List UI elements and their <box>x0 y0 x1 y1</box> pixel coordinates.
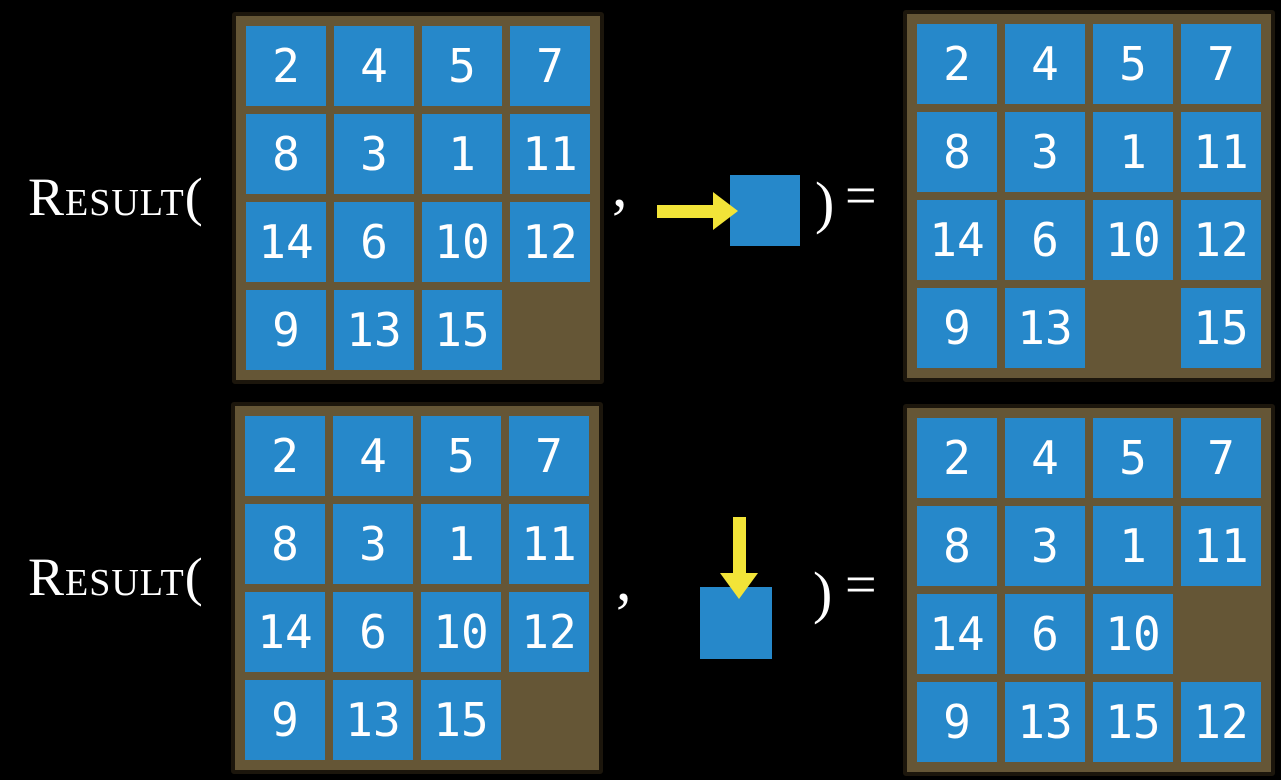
tile-11: 11 <box>1181 112 1261 192</box>
down-arrow-head <box>720 573 758 599</box>
tile-12: 12 <box>509 592 589 672</box>
tile-7: 7 <box>510 26 590 106</box>
comma: , <box>612 152 628 220</box>
tile-4: 4 <box>333 416 413 496</box>
tile-5: 5 <box>1093 24 1173 104</box>
comma: , <box>616 546 632 614</box>
tile-1: 1 <box>1093 506 1173 586</box>
tile-8: 8 <box>246 114 326 194</box>
tile-10: 10 <box>1093 200 1173 280</box>
tile-13: 13 <box>1005 288 1085 368</box>
close-paren: ) <box>815 170 835 235</box>
tile-15: 15 <box>1181 288 1261 368</box>
right-arrow-shaft <box>657 205 715 218</box>
tile-8: 8 <box>917 506 997 586</box>
tile-5: 5 <box>1093 418 1173 498</box>
tile-12: 12 <box>1181 200 1261 280</box>
tile-9: 9 <box>245 680 325 760</box>
tile-11: 11 <box>510 114 590 194</box>
tile-2: 2 <box>917 24 997 104</box>
tile-3: 3 <box>1005 506 1085 586</box>
down-arrow-shaft <box>733 517 746 575</box>
tile-5: 5 <box>421 416 501 496</box>
tile-2: 2 <box>245 416 325 496</box>
tile-6: 6 <box>334 202 414 282</box>
tile-6: 6 <box>1005 200 1085 280</box>
empty-cell <box>1181 594 1261 674</box>
tile-10: 10 <box>1093 594 1173 674</box>
result-function-label: Result( <box>28 167 204 227</box>
blank-tile-operand <box>730 175 800 246</box>
tile-5: 5 <box>422 26 502 106</box>
tile-2: 2 <box>917 418 997 498</box>
tile-10: 10 <box>421 592 501 672</box>
tile-3: 3 <box>334 114 414 194</box>
tile-9: 9 <box>917 288 997 368</box>
equals-sign: = <box>845 165 877 227</box>
tile-3: 3 <box>1005 112 1085 192</box>
tile-14: 14 <box>246 202 326 282</box>
tile-1: 1 <box>422 114 502 194</box>
tile-9: 9 <box>917 682 997 762</box>
equals-sign: = <box>845 554 877 616</box>
right-arrow-icon <box>657 192 738 230</box>
empty-cell <box>510 290 590 370</box>
tile-14: 14 <box>245 592 325 672</box>
tile-6: 6 <box>1005 594 1085 674</box>
right-arrow-head <box>713 192 738 230</box>
tile-13: 13 <box>333 680 413 760</box>
blank-tile-operand <box>700 587 772 659</box>
empty-cell <box>509 680 589 760</box>
tile-8: 8 <box>917 112 997 192</box>
tile-1: 1 <box>1093 112 1173 192</box>
tile-11: 11 <box>509 504 589 584</box>
tile-4: 4 <box>334 26 414 106</box>
tile-12: 12 <box>1181 682 1261 762</box>
empty-cell <box>1093 288 1173 368</box>
tile-4: 4 <box>1005 24 1085 104</box>
tile-10: 10 <box>422 202 502 282</box>
tile-4: 4 <box>1005 418 1085 498</box>
close-paren: ) <box>813 560 833 625</box>
tile-12: 12 <box>510 202 590 282</box>
tile-7: 7 <box>509 416 589 496</box>
tile-14: 14 <box>917 200 997 280</box>
tile-6: 6 <box>333 592 413 672</box>
tile-11: 11 <box>1181 506 1261 586</box>
tile-15: 15 <box>422 290 502 370</box>
tile-13: 13 <box>1005 682 1085 762</box>
tile-1: 1 <box>421 504 501 584</box>
tile-13: 13 <box>334 290 414 370</box>
tile-14: 14 <box>917 594 997 674</box>
tile-8: 8 <box>245 504 325 584</box>
tile-9: 9 <box>246 290 326 370</box>
tile-2: 2 <box>246 26 326 106</box>
tile-7: 7 <box>1181 418 1261 498</box>
tile-15: 15 <box>421 680 501 760</box>
tile-3: 3 <box>333 504 413 584</box>
tile-7: 7 <box>1181 24 1261 104</box>
down-arrow-icon <box>720 517 758 600</box>
tile-15: 15 <box>1093 682 1173 762</box>
result-function-label: Result( <box>28 547 204 607</box>
